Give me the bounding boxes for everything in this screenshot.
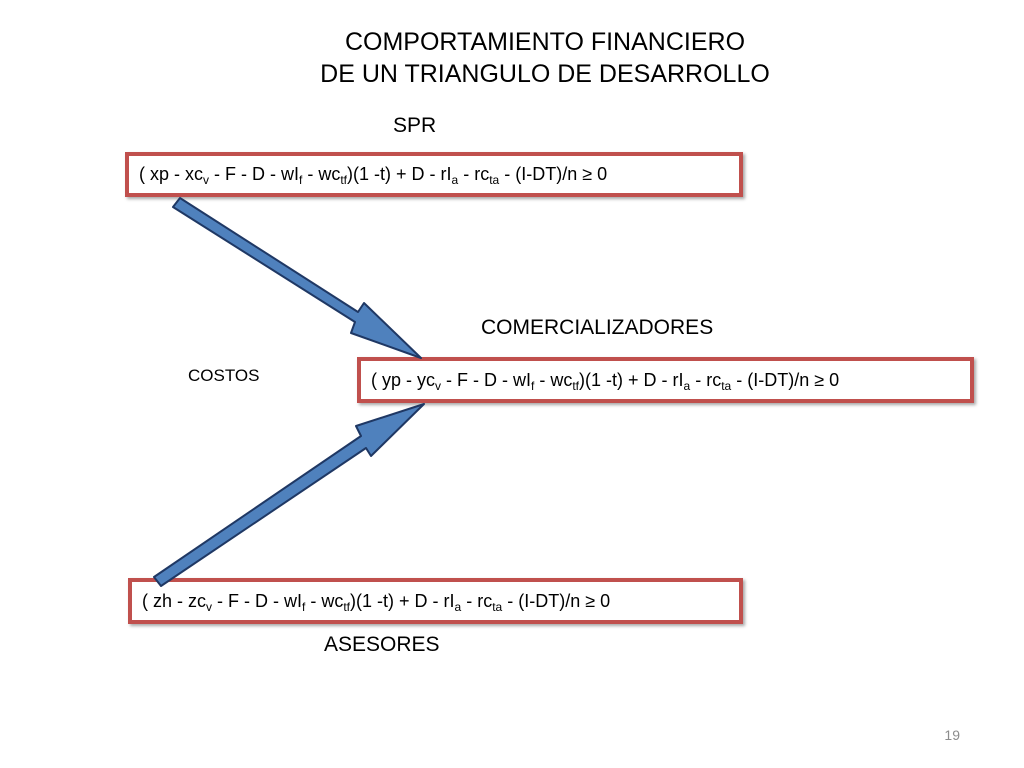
label-asesores: ASESORES <box>324 633 440 656</box>
formula-spr: ( xp - xcv - F - D - wIf - wctf)(1 -t) +… <box>139 164 608 187</box>
formula-comercializadores: ( yp - ycv - F - D - wIf - wctf)(1 -t) +… <box>371 369 840 393</box>
formula-box-comercializadores: ( yp - ycv - F - D - wIf - wctf)(1 -t) +… <box>357 357 974 403</box>
slide-title: COMPORTAMIENTO FINANCIERO DE UN TRIANGUL… <box>280 26 810 90</box>
page-number: 19 <box>944 727 960 743</box>
formula-box-asesores: ( zh - zcv - F - D - wIf - wctf)(1 -t) +… <box>128 578 743 624</box>
formula-box-spr: ( xp - xcv - F - D - wIf - wctf)(1 -t) +… <box>125 152 743 197</box>
arrow-asesores-to-comercializadores <box>153 403 425 587</box>
formula-asesores: ( zh - zcv - F - D - wIf - wctf)(1 -t) +… <box>142 590 611 614</box>
title-line-2: DE UN TRIANGULO DE DESARROLLO <box>320 60 770 88</box>
label-comercializadores: COMERCIALIZADORES <box>481 316 714 339</box>
arrow-spr-to-comercializadores <box>172 197 422 359</box>
title-line-1: COMPORTAMIENTO FINANCIERO <box>344 28 746 56</box>
label-spr: SPR <box>393 114 437 137</box>
label-costos: COSTOS <box>188 366 260 385</box>
